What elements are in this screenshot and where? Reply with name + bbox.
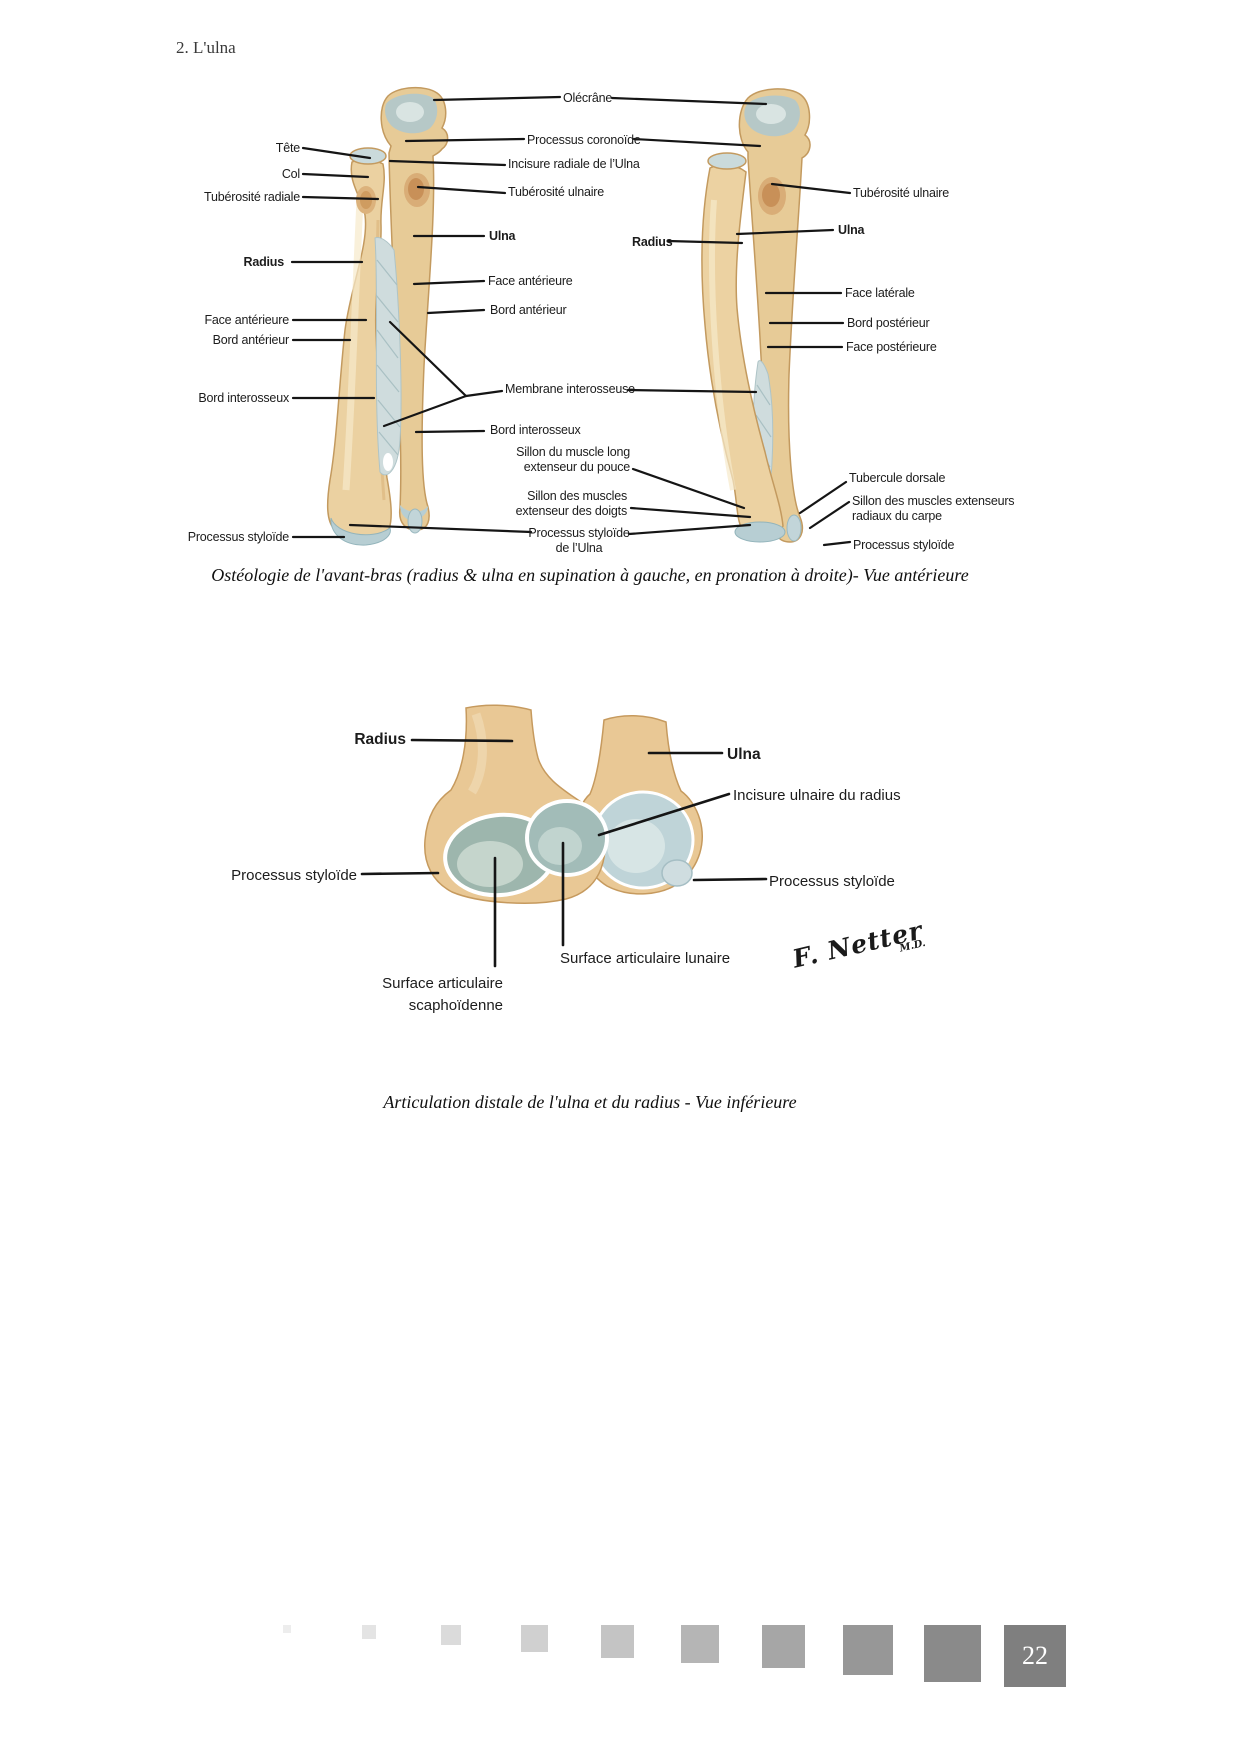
- label-line: Processus styloïde: [528, 526, 630, 540]
- label-radius-left: Radius: [243, 255, 285, 269]
- label-sillon-extenseurs-radiaux: Sillon des muscles extenseurs radiaux du…: [852, 494, 1015, 523]
- label-radius-fig2: Radius: [354, 731, 406, 748]
- section-heading: 2. L'ulna: [176, 38, 236, 57]
- label-sillon-long-extenseur-pouce: Sillon du muscle long extenseur du pouce: [516, 445, 630, 474]
- page-number-box: 22: [1004, 1625, 1066, 1687]
- label-processus-styloide-right: Processus styloïde: [853, 538, 955, 552]
- label-bord-anterieur-center: Bord antérieur: [490, 303, 567, 317]
- distal-articulation-illustration: [360, 704, 768, 968]
- footer-square: [601, 1625, 634, 1658]
- label-face-anterieure-left: Face antérieure: [204, 313, 289, 327]
- label-line: scaphoïdenne: [408, 997, 503, 1014]
- interosseous-membrane-left: [374, 237, 402, 484]
- label-line: extenseur des doigts: [515, 503, 628, 518]
- label-tuberosite-ulnaire-right: Tubérosité ulnaire: [853, 186, 949, 200]
- label-face-posterieure: Face postérieure: [846, 340, 937, 354]
- label-line: Surface articulaire: [382, 975, 503, 992]
- label-line: Sillon des muscles: [527, 489, 627, 503]
- forearm-osteology-illustration: [290, 87, 852, 547]
- footer-square: [362, 1625, 376, 1639]
- label-processus-styloide-fig2-right: Processus styloïde: [769, 873, 895, 890]
- figure2-caption: Articulation distale de l'ulna et du rad…: [383, 1092, 797, 1112]
- label-ulna-fig2: Ulna: [727, 746, 761, 763]
- label-ulna-right: Ulna: [838, 223, 865, 237]
- label-line: extenseur du pouce: [523, 459, 630, 474]
- label-ulna-center: Ulna: [489, 229, 516, 243]
- label-sillon-extenseur-doigts: Sillon des muscles extenseur des doigts: [515, 489, 628, 518]
- figure1-caption: Ostéologie de l'avant-bras (radius & uln…: [211, 565, 969, 585]
- footer-square: [762, 1625, 805, 1668]
- label-line: radiaux du carpe: [852, 508, 942, 523]
- label-surface-scaphoidienne: Surface articulaire scaphoïdenne: [382, 973, 503, 1017]
- footer-square: [843, 1625, 893, 1675]
- label-bord-interosseux-center: Bord interosseux: [490, 423, 581, 437]
- label-membrane-interosseuse: Membrane interosseuse: [505, 382, 635, 396]
- footer-square: [441, 1625, 461, 1645]
- ulna-bone-supination: [380, 87, 449, 534]
- label-processus-coronoide: Processus coronoïde: [527, 133, 641, 147]
- label-line: Sillon des muscles extenseurs: [852, 494, 1015, 508]
- label-col: Col: [281, 167, 300, 181]
- footer-square: [283, 1625, 291, 1633]
- label-incisure-radiale: Incisure radiale de l’Ulna: [508, 157, 640, 171]
- label-line: de l’Ulna: [555, 540, 603, 555]
- leader-lines-figure2: [360, 738, 768, 968]
- label-radius-right: Radius: [632, 235, 673, 249]
- label-processus-styloide-ulna: Processus styloïde de l’Ulna: [527, 526, 631, 555]
- ulna-distal-end: [576, 714, 703, 895]
- footer-square: [521, 1625, 548, 1652]
- label-surface-lunaire: Surface articulaire lunaire: [560, 950, 731, 967]
- radius-bone-pronation: [701, 152, 786, 543]
- label-olecrane: Olécrâne: [563, 91, 613, 105]
- footer-square: [924, 1625, 981, 1682]
- radius-distal-end: [424, 704, 609, 904]
- label-face-laterale: Face latérale: [845, 286, 915, 300]
- label-incisure-ulnaire: Incisure ulnaire du radius: [733, 787, 901, 804]
- label-bord-anterieur-left: Bord antérieur: [212, 333, 290, 347]
- footer-square: [681, 1625, 719, 1663]
- label-face-anterieure-center: Face antérieure: [488, 274, 573, 288]
- label-line: Sillon du muscle long: [516, 445, 630, 459]
- label-processus-styloide-fig2-left: Processus styloïde: [231, 867, 357, 884]
- label-bord-interosseux-left: Bord interosseux: [198, 391, 289, 405]
- label-tubercule-dorsale: Tubercule dorsale: [849, 471, 946, 485]
- label-tuberosite-radiale: Tubérosité radiale: [204, 190, 300, 204]
- label-tuberosite-ulnaire-center: Tubérosité ulnaire: [508, 185, 604, 199]
- label-processus-styloide-left: Processus styloïde: [187, 530, 290, 544]
- leader-lines-figure1: [290, 95, 852, 547]
- label-tete: Tête: [275, 141, 300, 155]
- footer-squares: [0, 1625, 1241, 1695]
- label-bord-posterieur: Bord postérieur: [847, 316, 930, 330]
